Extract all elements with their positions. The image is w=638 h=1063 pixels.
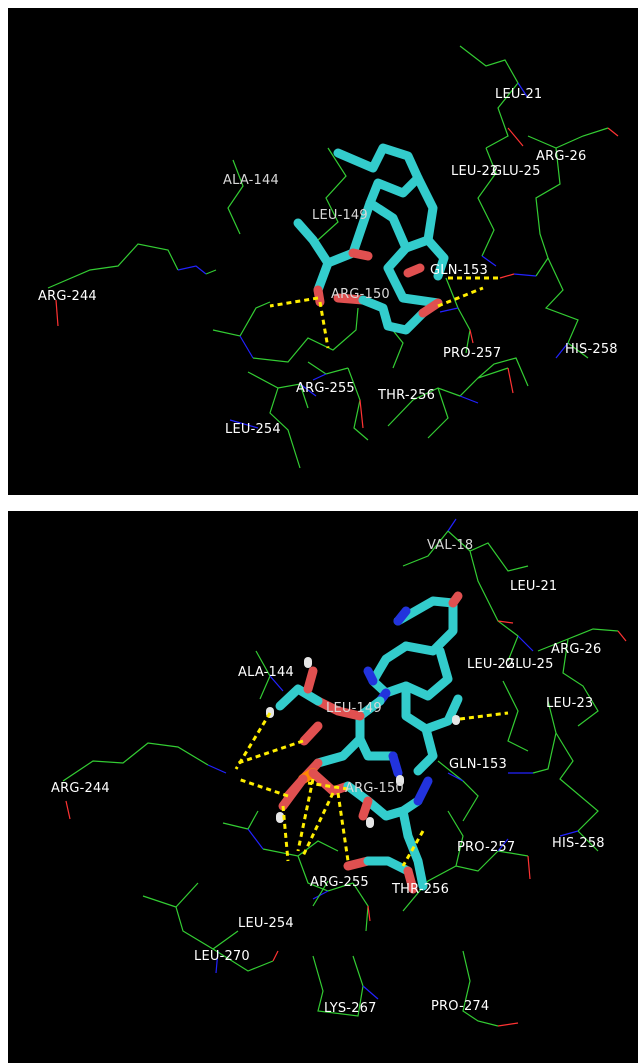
top-label-leu-254: LEU-254 bbox=[225, 422, 281, 437]
bottom-label-glu-25: GLU-25 bbox=[505, 657, 554, 672]
bottom-label-arg-244: ARG-244 bbox=[51, 781, 110, 796]
top-molecular-render bbox=[47, 45, 619, 469]
bottom-label-lys-267: LYS-267 bbox=[324, 1001, 377, 1016]
top-label-leu-149: LEU-149 bbox=[312, 208, 368, 223]
top-label-arg-150: ARG-150 bbox=[331, 287, 390, 302]
bottom-label-his-258: HIS-258 bbox=[552, 836, 605, 851]
top-ligand-sticks bbox=[293, 143, 449, 335]
top-residue-wireframes bbox=[47, 45, 619, 469]
bottom-hbonds bbox=[234, 711, 509, 867]
top-label-gln-153: GLN-153 bbox=[430, 263, 488, 278]
top-label-arg-255: ARG-255 bbox=[296, 381, 355, 396]
top-label-glu-25: GLU-25 bbox=[492, 164, 541, 179]
bottom-label-arg-150: ARG-150 bbox=[345, 781, 404, 796]
top-label-leu-22: LEU-22 bbox=[451, 164, 499, 179]
top-label-ala-144: ALA-144 bbox=[223, 173, 279, 188]
bottom-label-gln-153: GLN-153 bbox=[449, 757, 507, 772]
bottom-label-pro-257: PRO-257 bbox=[457, 840, 516, 855]
bottom-label-pro-274: PRO-274 bbox=[431, 999, 490, 1014]
bottom-label-leu-22: LEU-22 bbox=[467, 657, 515, 672]
bottom-label-leu-149: LEU-149 bbox=[326, 701, 382, 716]
top-docking-panel: LEU-21 ARG-26 ALA-144 LEU-22 GLU-25 LEU-… bbox=[8, 8, 638, 495]
bottom-label-arg-255: ARG-255 bbox=[310, 875, 369, 890]
top-label-pro-257: PRO-257 bbox=[443, 346, 502, 361]
bottom-label-arg-26: ARG-26 bbox=[551, 642, 602, 657]
top-label-arg-26: ARG-26 bbox=[536, 149, 587, 164]
bottom-label-leu-23: LEU-23 bbox=[546, 696, 594, 711]
bottom-residue-wireframes bbox=[62, 518, 627, 1027]
top-label-his-258: HIS-258 bbox=[565, 342, 618, 357]
bottom-label-ala-144: ALA-144 bbox=[238, 665, 294, 680]
bottom-ligand-sticks bbox=[266, 591, 463, 894]
bottom-label-leu-254: LEU-254 bbox=[238, 916, 294, 931]
bottom-label-leu-270: LEU-270 bbox=[194, 949, 250, 964]
bottom-label-thr-256: THR-256 bbox=[392, 882, 450, 897]
bottom-docking-panel: VAL-18 LEU-21 ARG-26 ALA-144 LEU-22 GLU-… bbox=[8, 511, 638, 1063]
top-label-thr-256: THR-256 bbox=[378, 388, 436, 403]
top-label-leu-21: LEU-21 bbox=[495, 87, 543, 102]
bottom-label-val-18: VAL-18 bbox=[427, 538, 474, 553]
bottom-molecular-render bbox=[62, 518, 627, 1027]
bottom-label-leu-21: LEU-21 bbox=[510, 579, 558, 594]
top-label-arg-244: ARG-244 bbox=[38, 289, 97, 304]
top-hbonds bbox=[269, 276, 498, 349]
